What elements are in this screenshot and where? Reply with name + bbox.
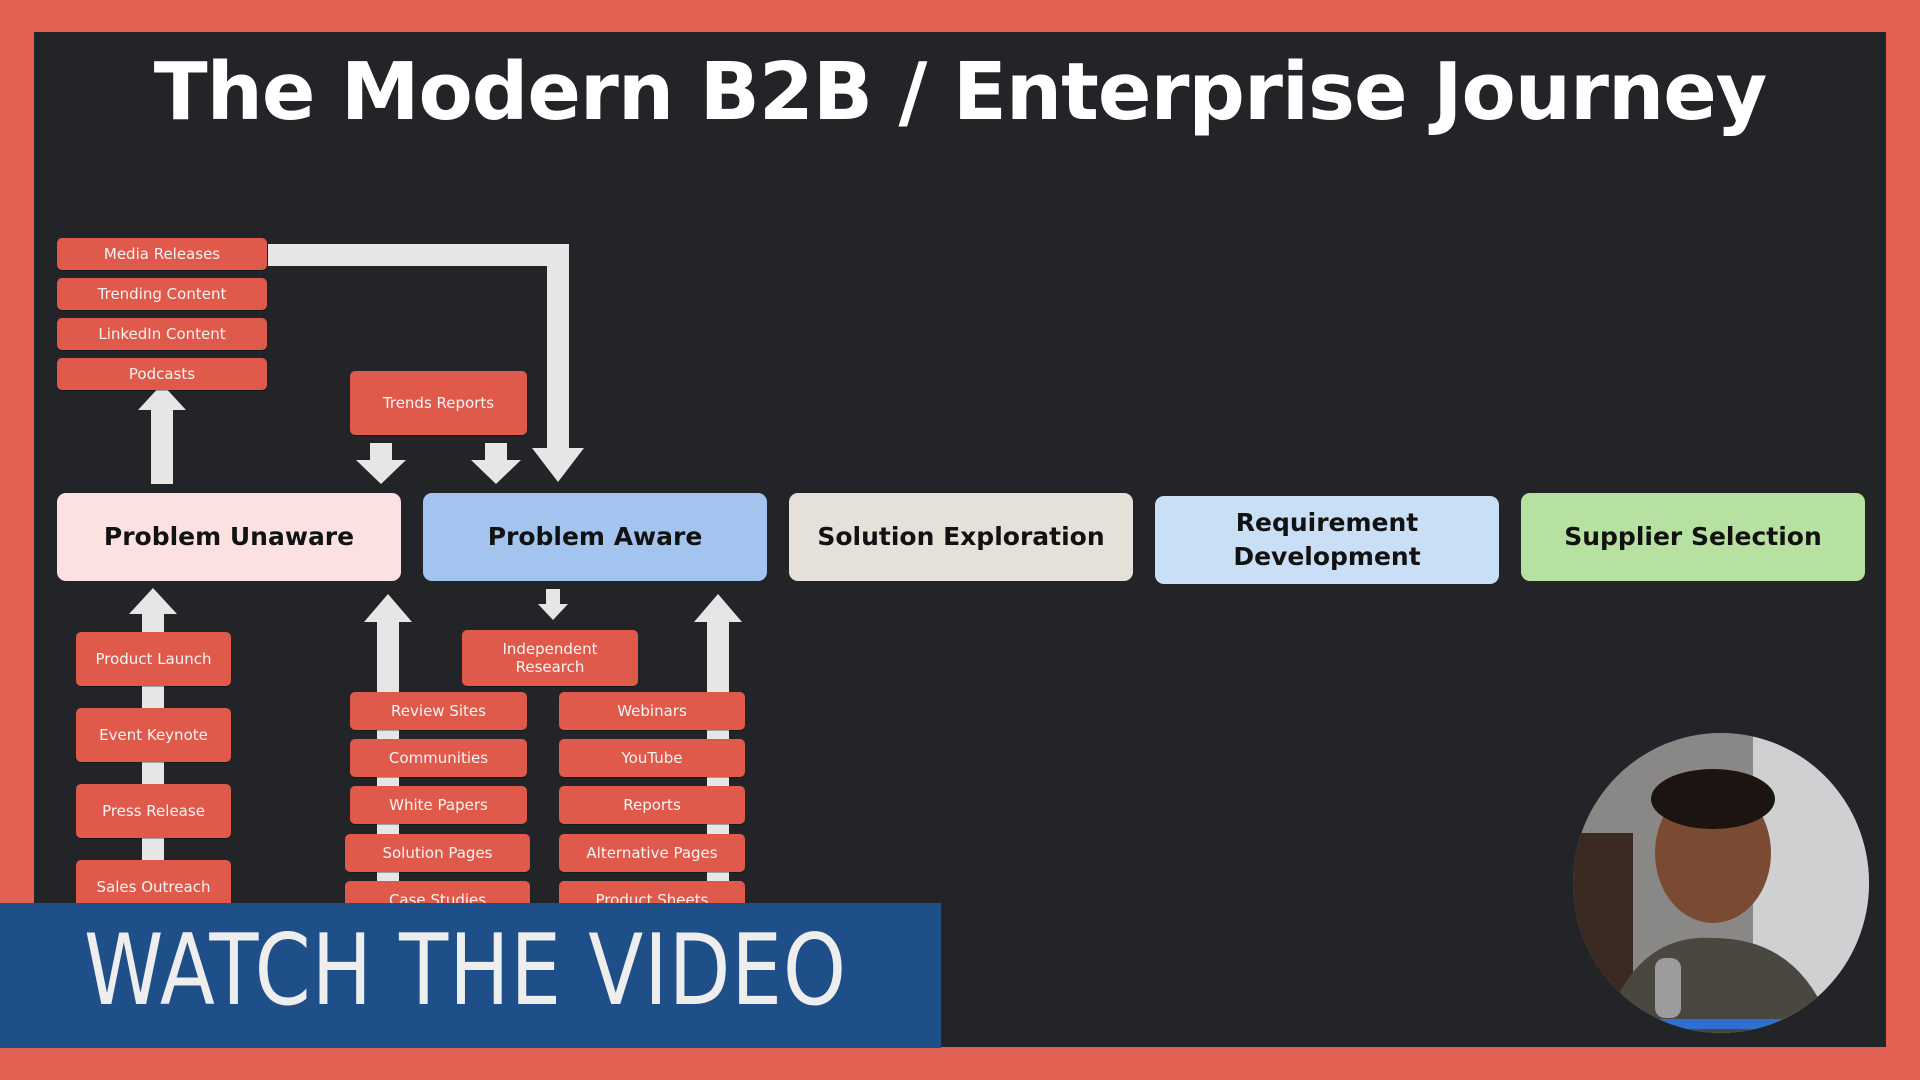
tag-media-releases: Media Releases — [57, 238, 267, 270]
stage-solution-exploration: Solution Exploration — [789, 493, 1133, 581]
tag-product-launch: Product Launch — [76, 632, 231, 686]
tag-linkedin-content: LinkedIn Content — [57, 318, 267, 350]
stage-requirement-development: Requirement Development — [1155, 496, 1499, 584]
presenter-webcam — [1573, 733, 1869, 1033]
tag-podcasts: Podcasts — [57, 358, 267, 390]
stage-problem-unaware: Problem Unaware — [57, 493, 401, 581]
tag-alternative-pages: Alternative Pages — [559, 834, 745, 872]
tag-independent-research: Independent Research — [462, 630, 638, 686]
slide-title: The Modern B2B / Enterprise Journey — [153, 46, 1768, 138]
tag-event-keynote: Event Keynote — [76, 708, 231, 762]
tag-press-release: Press Release — [76, 784, 231, 838]
stage-supplier-selection: Supplier Selection — [1521, 493, 1865, 581]
tag-reports: Reports — [559, 786, 745, 824]
tag-trends-reports: Trends Reports — [350, 371, 527, 435]
presenter-image — [1573, 733, 1869, 1033]
tag-youtube: YouTube — [559, 739, 745, 777]
watch-video-banner[interactable] — [0, 903, 941, 1048]
tag-webinars: Webinars — [559, 692, 745, 730]
stage-problem-aware: Problem Aware — [423, 493, 767, 581]
tag-white-papers: White Papers — [350, 786, 527, 824]
tag-communities: Communities — [350, 739, 527, 777]
tag-trending-content: Trending Content — [57, 278, 267, 310]
watch-video-label[interactable]: WATCH THE VIDEO — [84, 914, 847, 1028]
tag-review-sites: Review Sites — [350, 692, 527, 730]
tag-solution-pages: Solution Pages — [345, 834, 530, 872]
